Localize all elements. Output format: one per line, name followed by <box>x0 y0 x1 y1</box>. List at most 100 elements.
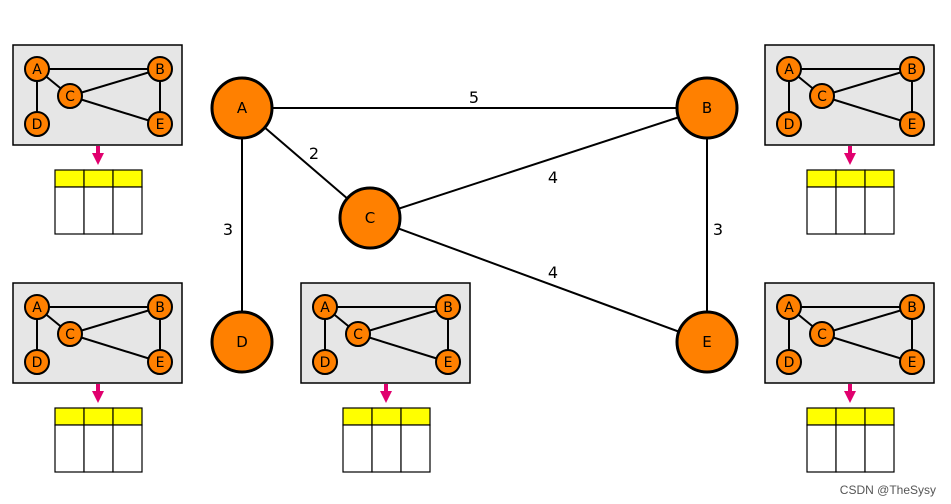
mini-node-label: B <box>907 300 917 316</box>
mini-node-a <box>24 56 50 82</box>
router-circle <box>675 310 739 374</box>
router-circle <box>210 76 274 140</box>
table-header-cell <box>371 407 402 426</box>
router-label: C <box>365 209 375 227</box>
mini-edge-c-e <box>821 95 913 125</box>
table-body-cell <box>864 186 895 235</box>
table-header-cell <box>54 407 85 426</box>
edge-weight-b-e: 3 <box>713 220 723 239</box>
mini-node-label: B <box>155 300 165 316</box>
routing-table <box>54 169 143 235</box>
mini-node-label: A <box>320 300 330 316</box>
router-node-e: E <box>675 310 739 374</box>
mini-node-label: E <box>156 355 165 371</box>
mini-node-label: B <box>443 300 453 316</box>
mini-edge-c-b <box>69 68 161 97</box>
router-node-c: C <box>338 186 402 250</box>
table-body-cell <box>342 424 373 473</box>
mini-node-b <box>899 294 925 320</box>
mini-node-b <box>899 56 925 82</box>
mini-node-label: B <box>155 62 165 78</box>
mini-node-label: A <box>784 300 794 316</box>
mini-node-e <box>147 111 173 137</box>
mini-node-label: C <box>65 327 75 343</box>
table-header-cell <box>864 407 895 426</box>
edge-c-b <box>369 107 708 219</box>
mini-node-d <box>776 349 802 375</box>
router-node-a: A <box>210 76 274 140</box>
mini-node-label: E <box>908 117 917 133</box>
mini-node-label: D <box>32 355 43 371</box>
mini-node-label: D <box>784 355 795 371</box>
mini-node-e <box>435 349 461 375</box>
mini-node-label: C <box>817 327 827 343</box>
mini-edge-c-e <box>69 95 161 125</box>
table-body-cell <box>835 186 866 235</box>
table-body-cell <box>864 424 895 473</box>
mini-node-e <box>899 349 925 375</box>
table-header-cell <box>806 169 837 188</box>
table-body-cell <box>806 424 837 473</box>
mini-node-label: A <box>32 300 42 316</box>
router-circle <box>210 310 274 374</box>
table-header-cell <box>112 169 143 188</box>
mini-node-d <box>312 349 338 375</box>
mini-node-c <box>345 321 371 347</box>
table-body-cell <box>83 424 114 473</box>
mini-node-label: D <box>32 117 43 133</box>
mini-edge-c-b <box>821 306 913 335</box>
mini-node-d <box>24 349 50 375</box>
router-label: B <box>702 99 712 117</box>
router-node-b: B <box>675 76 739 140</box>
mini-node-label: E <box>444 355 453 371</box>
table-body-cell <box>400 424 431 473</box>
table-header-cell <box>835 407 866 426</box>
mini-node-label: E <box>156 117 165 133</box>
mini-edge-c-b <box>821 68 913 97</box>
watermark: CSDN @TheSysy <box>840 483 936 497</box>
table-header-cell <box>112 407 143 426</box>
router-label: D <box>236 333 248 351</box>
edge-weight-c-e: 4 <box>548 263 558 282</box>
main-graph-nodes: A B C D E <box>210 76 739 374</box>
mini-node-c <box>57 83 83 109</box>
mini-node-c <box>809 321 835 347</box>
table-body-cell <box>83 186 114 235</box>
mini-node-b <box>147 56 173 82</box>
mini-node-label: C <box>817 89 827 105</box>
mini-node-label: A <box>32 62 42 78</box>
table-body-cell <box>54 424 85 473</box>
router-circle <box>675 76 739 140</box>
mini-node-e <box>899 111 925 137</box>
mini-node-c <box>57 321 83 347</box>
routing-table <box>806 407 895 473</box>
mini-edge-c-b <box>69 306 161 335</box>
mini-node-label: A <box>784 62 794 78</box>
mini-edge-c-e <box>821 333 913 363</box>
router-label: E <box>702 333 711 351</box>
edge-weight-a-b: 5 <box>469 88 479 107</box>
mini-edge-c-e <box>357 333 449 363</box>
table-header-cell <box>864 169 895 188</box>
table-header-cell <box>342 407 373 426</box>
table-body-cell <box>112 186 143 235</box>
edge-weight-c-b: 4 <box>548 168 558 187</box>
mini-node-a <box>776 56 802 82</box>
router-label: A <box>237 99 248 117</box>
mini-node-c <box>809 83 835 109</box>
router-circle <box>338 186 402 250</box>
mini-node-a <box>24 294 50 320</box>
router-node-d: D <box>210 310 274 374</box>
table-header-cell <box>806 407 837 426</box>
routing-table <box>54 407 143 473</box>
routing-table <box>806 169 895 235</box>
table-header-cell <box>835 169 866 188</box>
mini-node-label: B <box>907 62 917 78</box>
table-header-cell <box>83 169 114 188</box>
table-body-cell <box>54 186 85 235</box>
